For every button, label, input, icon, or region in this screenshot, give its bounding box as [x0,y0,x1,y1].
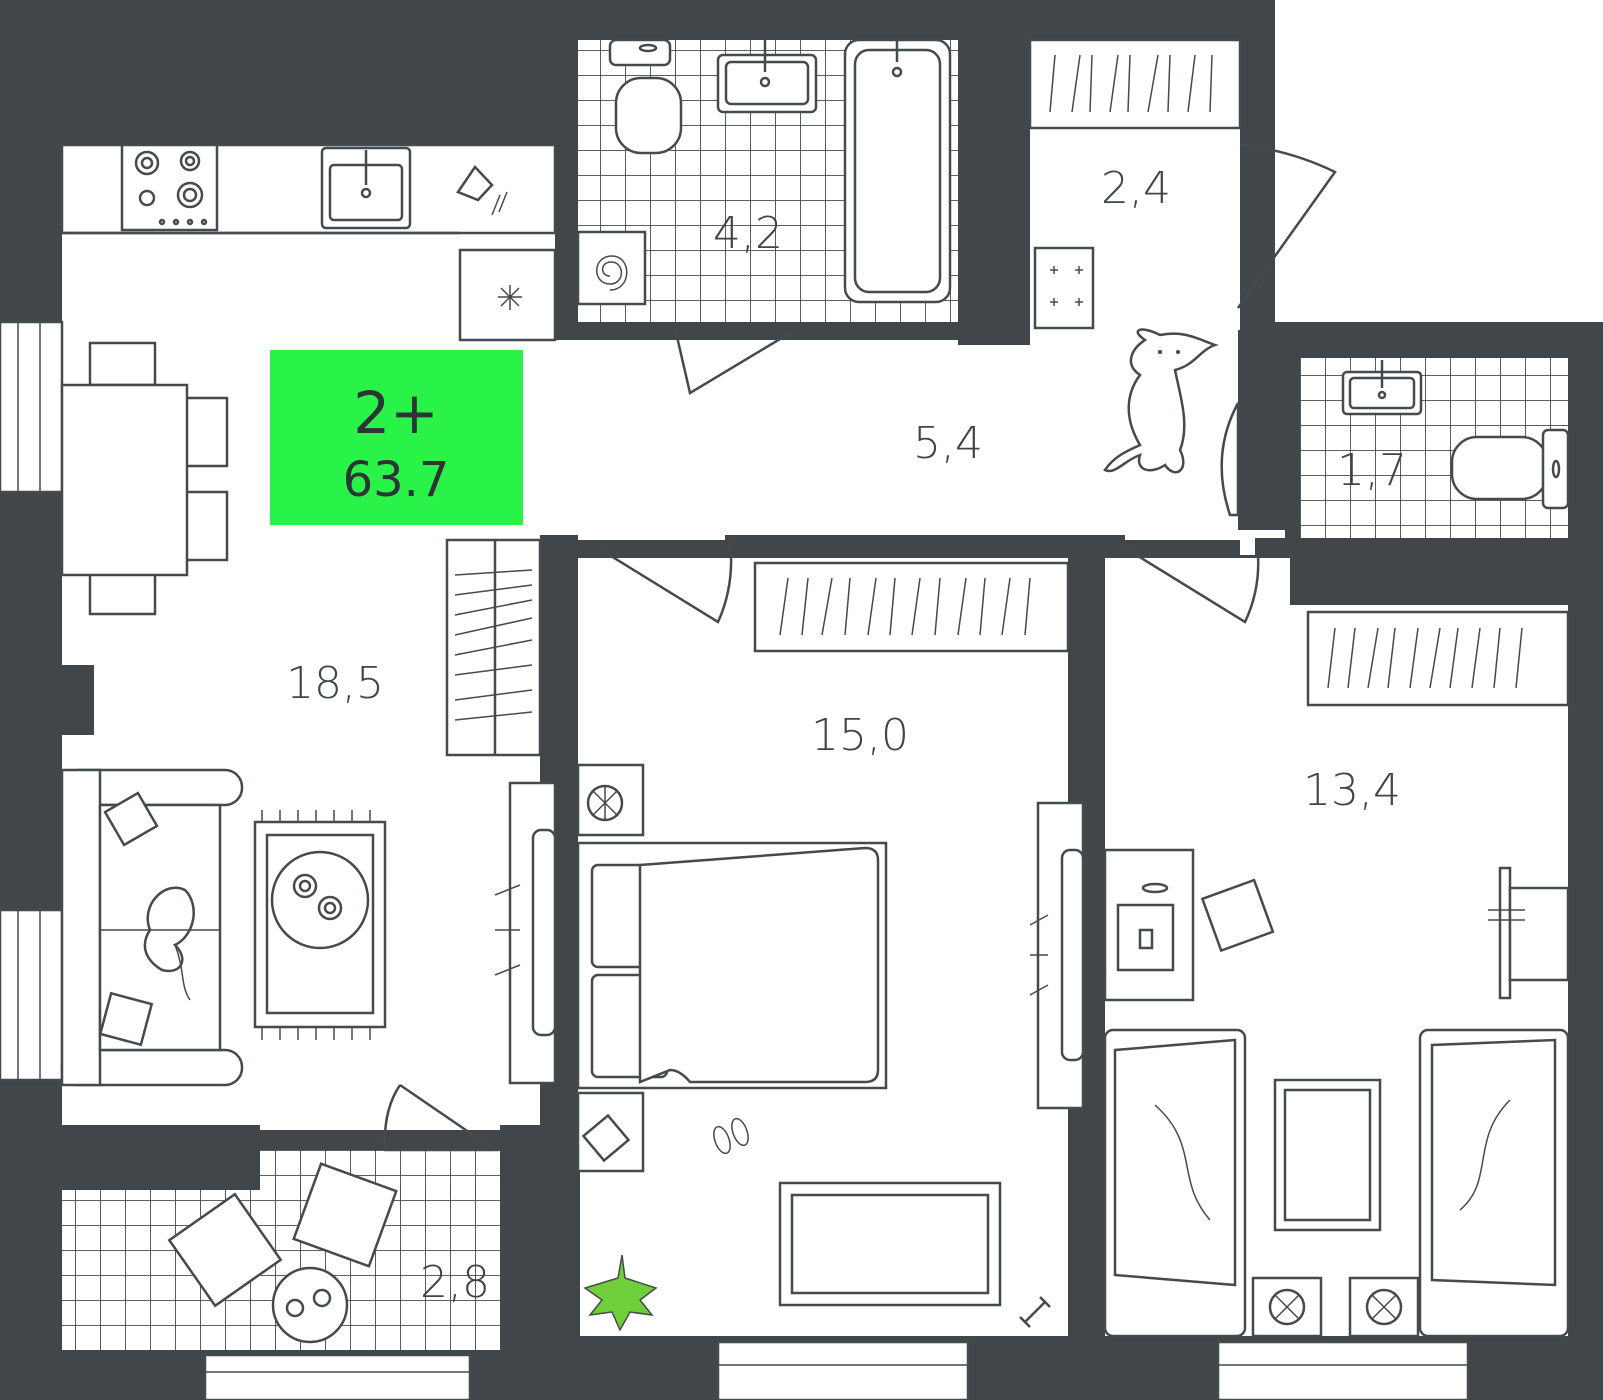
balcony-furniture [167,1162,398,1344]
washing-machine-icon [576,230,647,306]
desk-icon [1103,848,1195,1002]
living-rug [253,810,387,1040]
bathroom-fixtures [576,38,952,306]
dog-icon [1103,328,1219,474]
electric-panel-icon [1033,246,1095,330]
wc-fixtures [1341,360,1570,510]
bedroom-furniture [576,561,1085,1332]
toilet-icon [614,76,683,155]
cat-icon [143,886,195,973]
doors [383,143,1337,1152]
kitchen-counter [60,143,557,342]
badge-rooms: 2+ [353,379,439,447]
kids-rug [1273,1078,1382,1232]
label-storage: 2,4 [1101,163,1171,214]
dumbbell-icon [1019,1296,1051,1328]
armchair-left-icon [167,1192,283,1308]
armchair-right-icon [292,1162,398,1268]
label-kitchen-living: 18,5 [286,658,384,709]
kids-room-furniture [1103,610,1570,1338]
washbasin-icon [716,53,818,114]
bedroom-rug [778,1181,1002,1307]
dining-table [60,341,229,616]
kettle-icon [456,165,494,202]
apartment-badge [270,350,523,525]
label-wc: 1,7 [1337,445,1407,496]
storage-wardrobe [1028,38,1242,330]
wc-toilet-icon [1450,435,1549,501]
label-bathroom: 4,2 [713,208,783,259]
plant-icon [583,1254,658,1332]
living-wardrobe [445,538,542,757]
balcony-table-icon [271,1266,349,1344]
label-balcony: 2,8 [420,1257,490,1308]
label-hallway: 5,4 [913,418,983,469]
label-bedroom: 15,0 [811,710,909,761]
sofa-icon [60,768,244,1087]
bed-right-icon [1418,1028,1570,1338]
bathtub-icon [843,38,952,304]
badge-area: 63.7 [343,452,450,508]
label-kids-room: 13,4 [1303,765,1401,816]
tv-stand [494,781,557,1085]
slippers-icon [713,1117,749,1155]
chair-icon [1200,878,1275,953]
bed-left-icon [1103,1028,1247,1338]
